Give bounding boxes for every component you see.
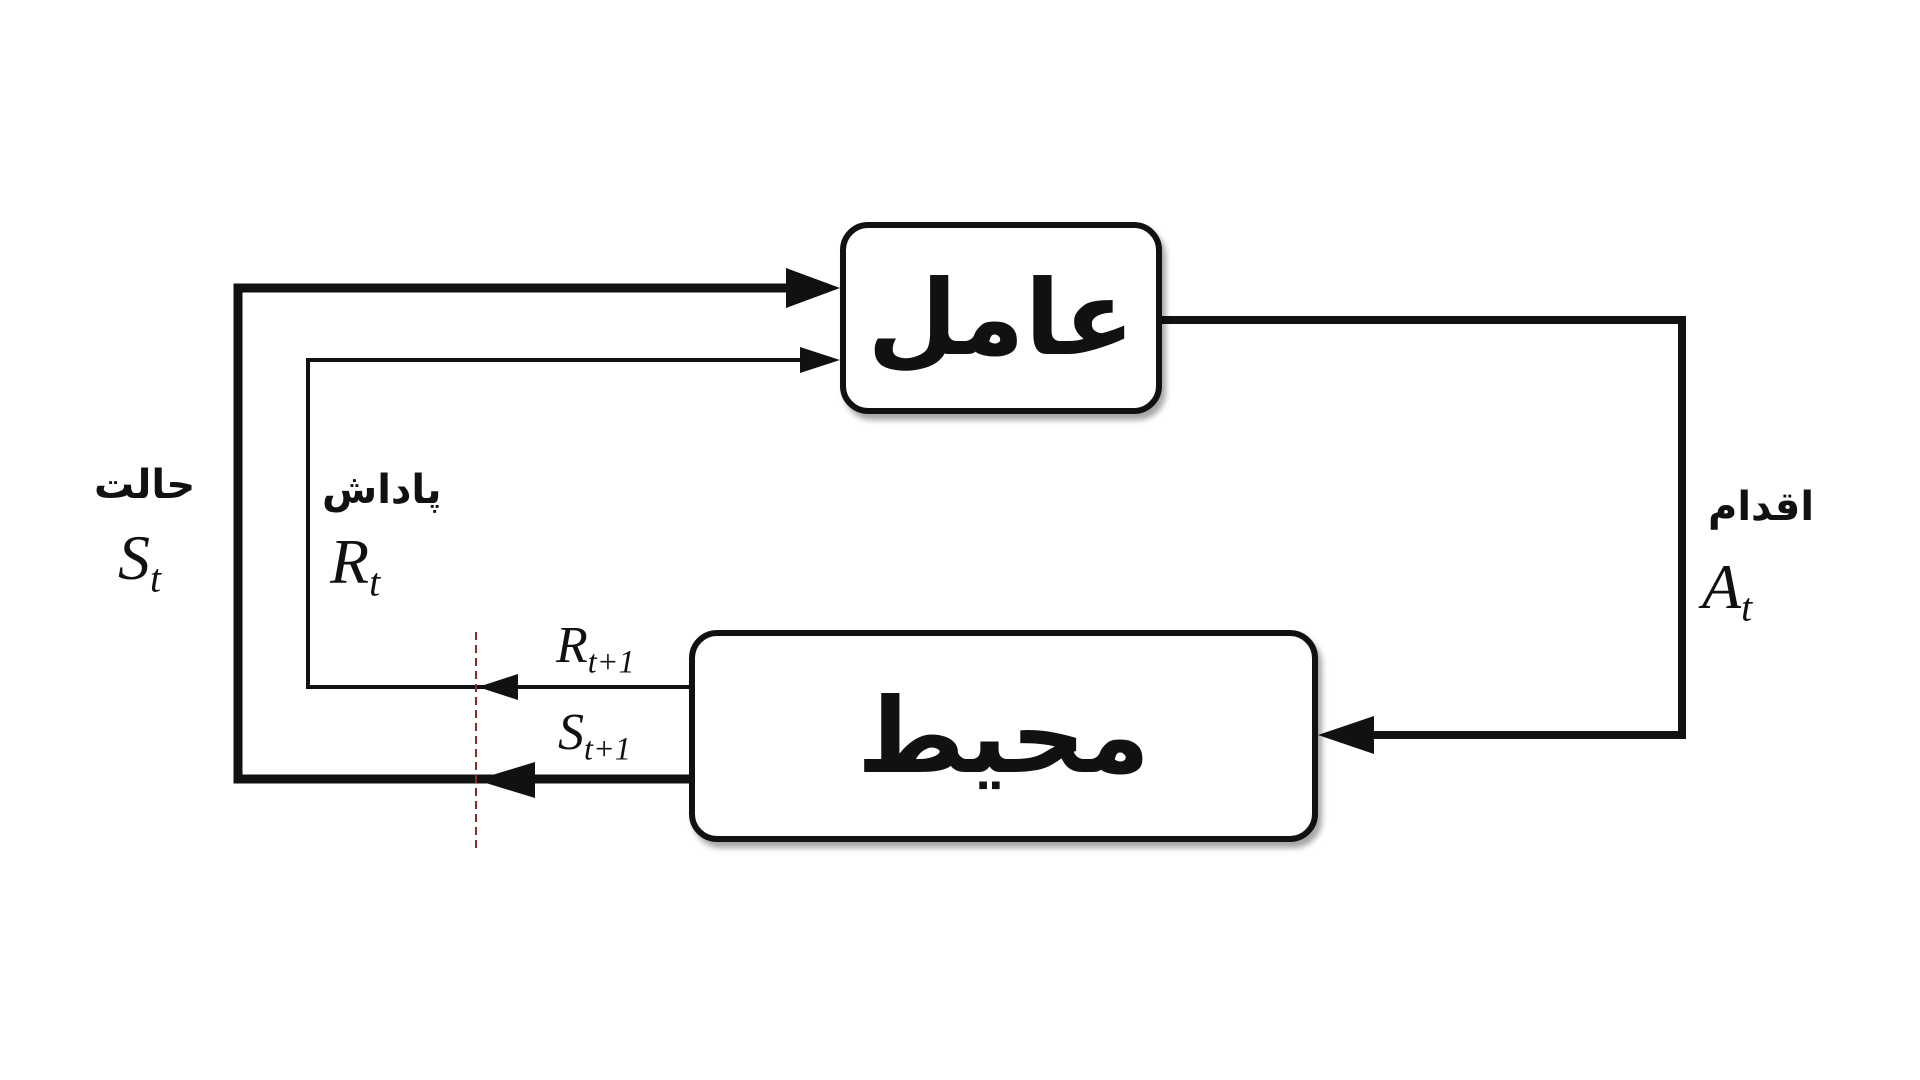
state-label: حالت xyxy=(94,462,196,508)
state-symbol: St xyxy=(118,522,162,601)
environment-label: محیط xyxy=(856,675,1151,797)
next-reward-arrowhead xyxy=(478,674,518,700)
reward-label: پاداش xyxy=(322,467,442,513)
state-arrowhead-agent xyxy=(786,268,840,308)
reward-arrowhead-agent xyxy=(800,347,840,373)
agent-box: عامل xyxy=(840,222,1162,414)
action-arrowhead-environment xyxy=(1318,716,1374,754)
next-reward-symbol: Rt+1 xyxy=(556,617,635,680)
environment-box: محیط xyxy=(689,630,1318,842)
action-label: اقدام xyxy=(1708,484,1815,530)
action-line xyxy=(1162,316,1686,739)
next-state-symbol: St+1 xyxy=(558,704,631,767)
state-feedback-line xyxy=(233,283,790,784)
reward-symbol: Rt xyxy=(330,526,381,605)
agent-label: عامل xyxy=(867,257,1135,379)
action-symbol: At xyxy=(1702,551,1753,630)
next-state-arrowhead xyxy=(476,762,535,798)
